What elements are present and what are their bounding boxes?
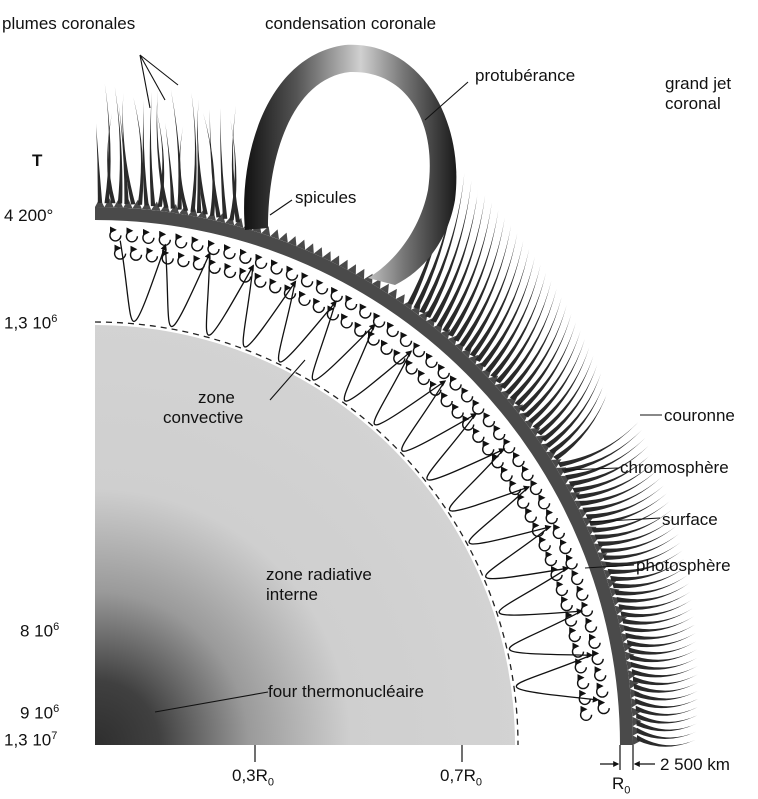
label-four-thermonucleaire: four thermonucléaire <box>268 682 424 701</box>
label-chromosphere: chromosphère <box>620 458 729 477</box>
radius-r0: R0 <box>612 774 630 796</box>
coronal-streak <box>637 728 697 739</box>
temp-1-3e7: 1,3 107 <box>4 730 57 751</box>
label-protuberance: protubérance <box>475 66 575 85</box>
coronal-streak <box>96 123 102 203</box>
label-zone: zone <box>198 388 235 407</box>
label-condensation-coronale: condensation coronale <box>265 14 436 33</box>
label-plumes-coronales: plumes coronales <box>2 14 135 33</box>
coronal-streak <box>190 93 196 212</box>
coronal-streak <box>165 123 175 209</box>
coronal-streak <box>625 625 695 640</box>
coronal-streak <box>220 108 227 219</box>
label-couronne: couronne <box>664 406 735 425</box>
temp-8e6: 8 106 <box>20 621 59 642</box>
thickness-2500km: 2 500 km <box>660 755 730 775</box>
coronal-streak <box>627 633 696 647</box>
label-convective: convective <box>163 408 243 427</box>
temp-4200: 4 200° <box>4 206 53 226</box>
temp-1-3e6: 1,3 106 <box>4 313 57 334</box>
temp-9e6: 9 106 <box>20 703 59 724</box>
label-surface: surface <box>662 510 718 529</box>
radius-0-7: 0,7R0 <box>440 766 482 788</box>
axis-title-t: T <box>32 151 42 171</box>
coronal-streak <box>150 92 156 206</box>
label-zone-radiative: zone radiative <box>266 565 372 584</box>
radius-0-3: 0,3R0 <box>232 766 274 788</box>
coronal-streak <box>133 97 143 205</box>
coronal-streak <box>143 101 149 206</box>
coronal-streak <box>637 735 696 747</box>
label-spicules: spicules <box>295 188 356 207</box>
label-coronal: coronal <box>665 94 721 113</box>
label-interne: interne <box>266 585 318 604</box>
coronal-streak <box>115 87 123 204</box>
label-photosphere: photosphère <box>636 556 731 575</box>
sun-body <box>95 220 620 745</box>
coronal-streak <box>210 109 221 218</box>
label-grand-jet: grand jet <box>665 74 731 93</box>
